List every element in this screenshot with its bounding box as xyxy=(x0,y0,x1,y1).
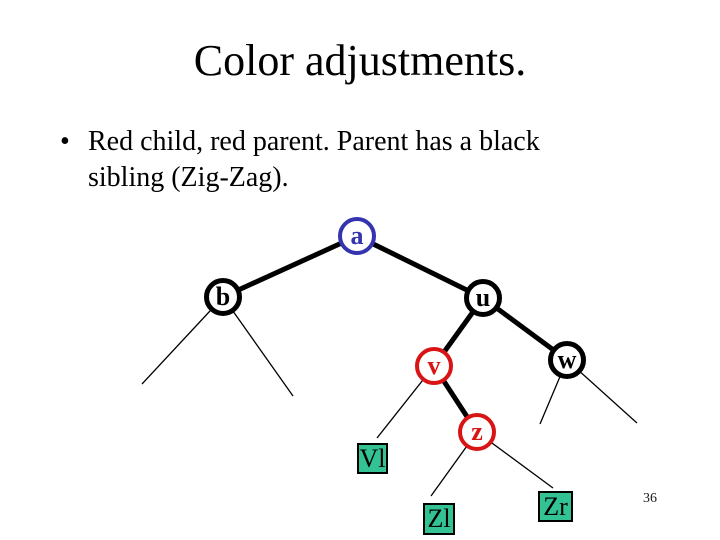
tree-node-w: w xyxy=(548,341,586,379)
leaf-box-Zr: Zr xyxy=(538,491,573,522)
bullet-line-1: Red child, red parent. Parent has a blac… xyxy=(88,126,540,157)
bullet-text: Red child, red parent. Parent has a blac… xyxy=(88,124,540,196)
edge-a-b xyxy=(220,233,360,300)
leaf-box-Zl: Zl xyxy=(423,503,455,535)
node-v-label: v xyxy=(427,351,441,380)
edge-a-u xyxy=(354,233,486,301)
bullet-line-2: sibling (Zig-Zag). xyxy=(88,162,289,193)
page-number: 36 xyxy=(643,491,657,506)
node-w-label: w xyxy=(557,345,577,374)
node-z-label: z xyxy=(471,417,483,446)
edge-b-left-subtree xyxy=(141,296,224,385)
tree-node-v: v xyxy=(415,347,453,385)
slide-title: Color adjustments. xyxy=(193,36,527,85)
tree-node-u: u xyxy=(464,279,502,317)
edge-b-right-subtree xyxy=(222,296,294,397)
bullet-marker: • xyxy=(60,126,70,157)
leaf-box-Zr-label: Zr xyxy=(543,491,568,521)
tree-node-b: b xyxy=(204,278,242,316)
tree-node-z: z xyxy=(458,413,496,451)
node-a-label: a xyxy=(350,221,364,250)
bullet-item: • Red child, red parent. Parent has a bl… xyxy=(60,124,650,196)
tree-node-a: a xyxy=(338,217,376,255)
leaf-box-Vl: Vl xyxy=(357,443,388,474)
leaf-box-Vl-label: Vl xyxy=(359,443,386,473)
node-b-label: b xyxy=(215,282,231,311)
leaf-box-Zl-label: Zl xyxy=(427,504,451,533)
node-u-label: u xyxy=(475,283,491,312)
